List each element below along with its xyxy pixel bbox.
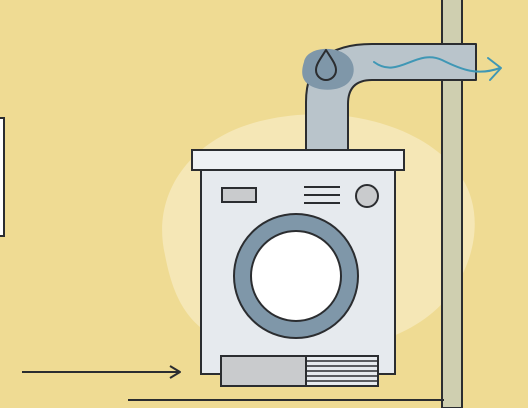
lint-filter-panel <box>221 356 306 386</box>
dryer-top <box>192 150 404 170</box>
moisture-blob <box>302 49 354 90</box>
moisture-indicator <box>302 49 354 90</box>
door-glass <box>251 231 341 321</box>
left-panel-edge <box>0 118 4 236</box>
control-knob <box>356 185 378 207</box>
display-panel <box>222 188 256 202</box>
